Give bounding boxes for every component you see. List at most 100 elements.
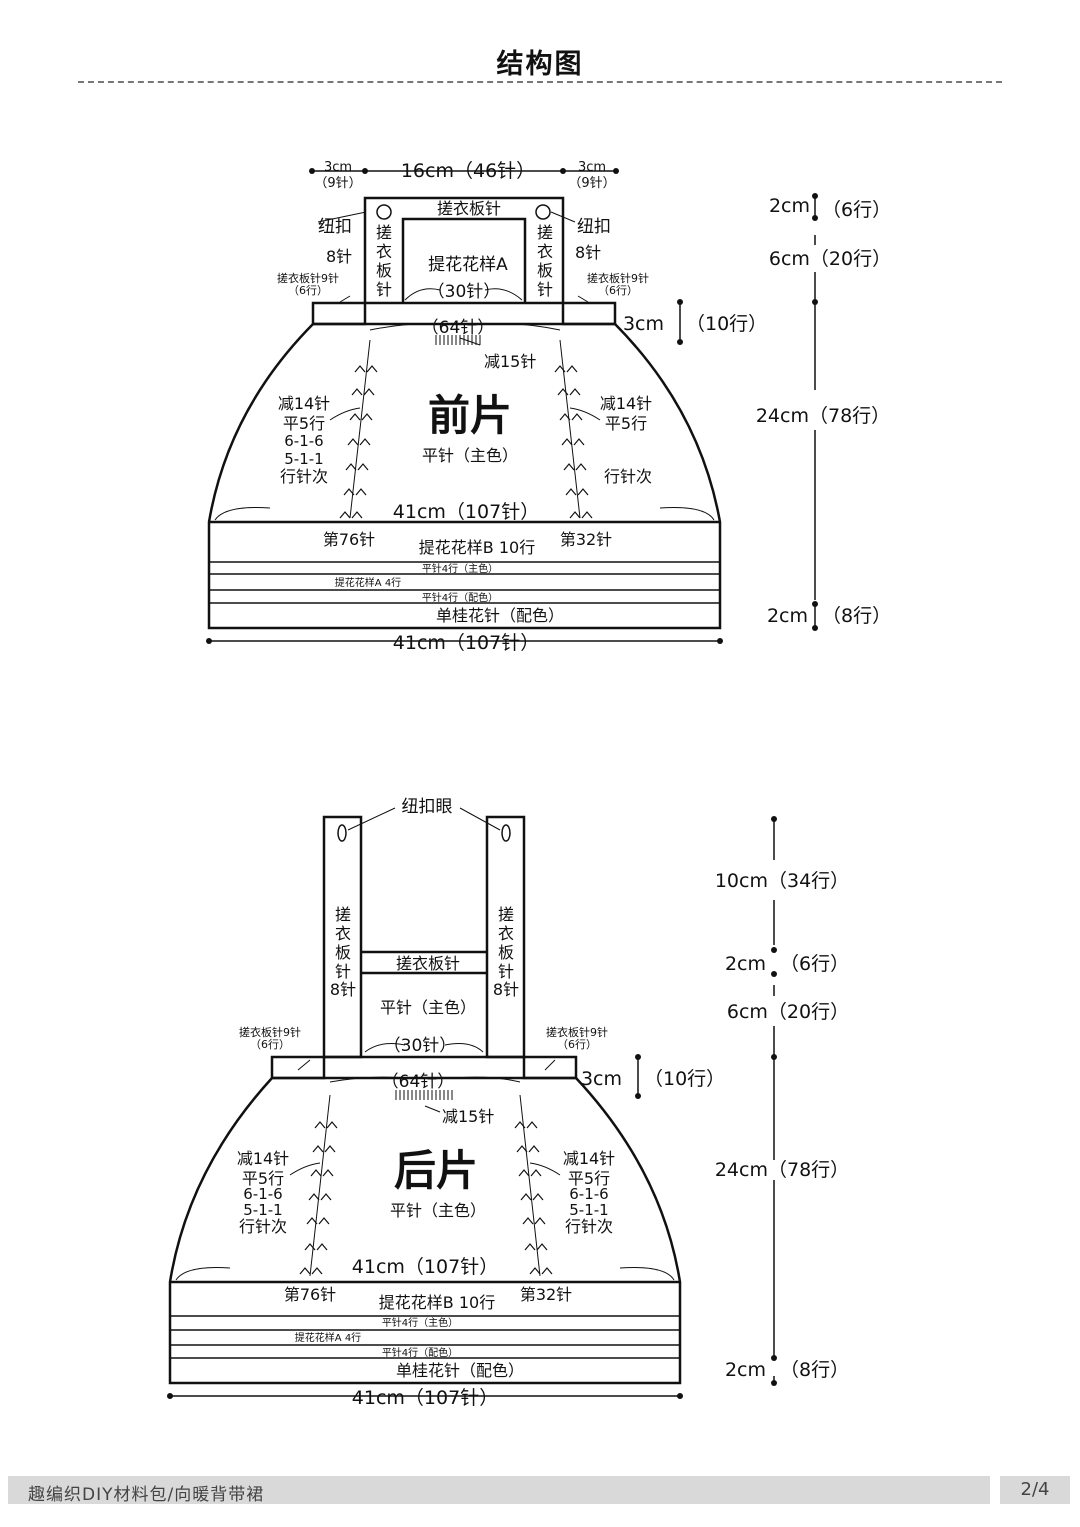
- front-dim-d5-cm: 2cm: [767, 605, 808, 627]
- back-dim-d5-rows: （8行）: [780, 1359, 849, 1381]
- back-bib-pattern: 平针（主色）: [380, 998, 476, 1017]
- back-band-v3-left: 板: [335, 943, 351, 962]
- back-band-v4-right: 针: [498, 962, 514, 981]
- back-flat-right: 平5行: [568, 1169, 610, 1188]
- front-st32: 第32针: [560, 530, 612, 549]
- back-seq3-right: 行针次: [565, 1217, 613, 1236]
- back-band-v1-right: 搓: [498, 905, 514, 924]
- front-top-width: 16cm（46针）: [401, 160, 535, 182]
- front-flat-right: 平5行: [605, 414, 647, 433]
- back-dim-d1-rows: （6行）: [780, 953, 849, 975]
- front-body-stitch: 平针（主色）: [422, 446, 518, 465]
- front-dec-side-left: 减14针: [278, 394, 330, 413]
- front-button-left-icon: [376, 204, 392, 220]
- back-band-b: 提花花样B 10行: [379, 1293, 495, 1312]
- front-decrease-marks: [339, 365, 593, 519]
- front-side-cm-right: 3cm: [578, 160, 606, 175]
- back-dimension-lines: [170, 819, 775, 1397]
- back-dec-side-right: 减14针: [563, 1149, 615, 1168]
- front-seq3-right: 行针次: [604, 467, 652, 486]
- back-flat-left: 平5行: [242, 1169, 284, 1188]
- back-shoulder-right: 搓衣板针9针: [546, 1025, 608, 1039]
- front-bottom-width: 41cm（107针）: [393, 632, 539, 654]
- front-band-v3-left: 板: [376, 261, 392, 280]
- back-seq1-right: 6-1-6: [569, 1185, 608, 1203]
- front-band-v3-right: 板: [537, 261, 553, 280]
- back-neck-band: 搓衣板针: [396, 954, 460, 973]
- front-neck-band: 搓衣板针: [437, 199, 501, 218]
- front-seq3-left: 行针次: [280, 467, 328, 486]
- back-dec-center: 减15针: [442, 1107, 494, 1126]
- front-shoulder-rows-right: （6行）: [598, 284, 638, 297]
- back-shoulder-left: 搓衣板针9针: [239, 1025, 301, 1039]
- front-band-p1: 平针4行（主色）: [422, 562, 498, 575]
- back-band-p2: 平针4行（配色）: [382, 1346, 458, 1359]
- back-dim-d3-rows: （10行）: [644, 1068, 725, 1090]
- back-seq3-left: 行针次: [239, 1217, 287, 1236]
- back-shoulder-rows-left: （6行）: [250, 1038, 290, 1051]
- back-band-st-left: 8针: [330, 980, 356, 999]
- page-title: 结构图: [496, 49, 584, 80]
- front-waist-st: （64针）: [422, 318, 495, 338]
- back-hem-width: 41cm（107针）: [352, 1256, 498, 1278]
- front-center-ticks: [435, 335, 481, 345]
- footer-bar: 趣编织DIY材料包/向暖背带裙: [8, 1476, 990, 1505]
- front-piece-outline: [207, 196, 722, 630]
- front-band-v2-right: 衣: [537, 242, 553, 261]
- front-band-v4-left: 针: [376, 280, 392, 299]
- front-dimension-dots: [206, 168, 818, 644]
- back-band-v2-right: 衣: [498, 924, 514, 943]
- front-bib-pattern: 提花花样A: [428, 255, 508, 275]
- front-dec-side-right: 减14针: [600, 394, 652, 413]
- front-dim-d3-rows: （10行）: [686, 313, 767, 335]
- front-bib-st: （30针）: [428, 282, 501, 302]
- front-seq2-left: 5-1-1: [284, 450, 323, 468]
- title-divider: [78, 81, 1002, 83]
- front-dim-d2: 6cm（20行）: [769, 248, 891, 270]
- back-buttonhole-label: 纽扣眼: [402, 797, 453, 817]
- front-shoulder-right: 搓衣板针9针: [587, 271, 649, 285]
- front-button-right-icon: [535, 204, 551, 220]
- front-st76: 第76针: [323, 530, 375, 549]
- back-st32: 第32针: [520, 1285, 572, 1304]
- back-st76: 第76针: [284, 1285, 336, 1304]
- back-seq1-left: 6-1-6: [243, 1185, 282, 1203]
- front-band-v4-right: 针: [537, 280, 553, 299]
- back-piece-outline: [168, 815, 682, 1385]
- back-guide-curves: [175, 807, 675, 1281]
- front-seq1-left: 6-1-6: [284, 432, 323, 450]
- back-band-v2-left: 衣: [335, 924, 351, 943]
- page-number: 2/4: [1000, 1476, 1070, 1504]
- back-band-v4-left: 针: [335, 962, 351, 981]
- front-side-cm-left: 3cm: [324, 160, 352, 175]
- back-dim-d0: 10cm（34行）: [715, 870, 849, 892]
- back-decrease-marks: [299, 1121, 553, 1275]
- back-dim-d5-cm: 2cm: [725, 1359, 766, 1381]
- front-button-label-left: 纽扣: [318, 217, 352, 237]
- front-band-st-right: 8针: [575, 243, 601, 262]
- back-seq2-left: 5-1-1: [243, 1201, 282, 1219]
- front-shoulder-rows-left: （6行）: [288, 284, 328, 297]
- back-band-p1: 平针4行（主色）: [382, 1316, 458, 1329]
- back-center-ticks: [395, 1090, 453, 1100]
- front-dim-d1-cm: 2cm: [769, 195, 810, 217]
- back-band-v1-left: 搓: [335, 905, 351, 924]
- front-band-a: 提花花样A 4行: [335, 576, 401, 589]
- front-dim-d3-cm: 3cm: [623, 313, 664, 335]
- back-dim-d3-cm: 3cm: [581, 1068, 622, 1090]
- back-bib-st: （30针）: [384, 1036, 457, 1056]
- front-flat-left: 平5行: [283, 414, 325, 433]
- front-shoulder-left: 搓衣板针9针: [277, 271, 339, 285]
- back-dim-d2: 6cm（20行）: [727, 1001, 849, 1023]
- back-piece-name: 后片: [394, 1146, 478, 1195]
- back-bottom-width: 41cm（107针）: [352, 1387, 498, 1409]
- back-buttonhole-left-icon: [337, 824, 347, 842]
- front-band-p2: 平针4行（配色）: [422, 591, 498, 604]
- front-dec-center: 减15针: [484, 352, 536, 371]
- footer-title: 趣编织DIY材料包/向暖背带裙: [28, 1485, 265, 1505]
- back-band-seed: 单桂花针（配色）: [396, 1361, 524, 1380]
- back-dim-d1-cm: 2cm: [725, 953, 766, 975]
- back-body-stitch: 平针（主色）: [390, 1201, 486, 1220]
- front-button-label-right: 纽扣: [577, 217, 611, 237]
